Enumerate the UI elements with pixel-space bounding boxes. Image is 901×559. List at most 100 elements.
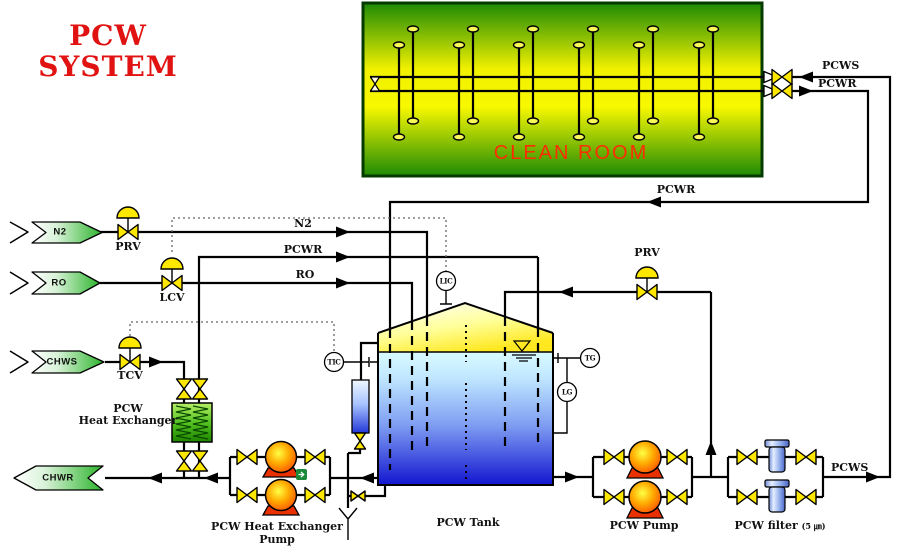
drain-funnel-icon (338, 507, 358, 540)
pcw-heat-exchanger-pumps (236, 440, 326, 516)
prv-n2-label: PRV (115, 240, 141, 253)
pcwr-mid-line-label: PCWR (283, 243, 323, 256)
tank-outline (377, 301, 554, 486)
pcwr-isolation-valve-icon (771, 82, 793, 100)
clean-room-label: CLEAN ROOM (493, 142, 649, 164)
clean-room-drops (397, 32, 715, 134)
drain-valve-icon (350, 490, 366, 502)
n2-line-label: N2 (294, 217, 312, 230)
filter-label: PCW filter (5 ㎛) (734, 519, 825, 532)
tg-bubble (579, 347, 601, 369)
pump-label: PCW Pump (609, 519, 679, 532)
ro-tag (31, 271, 101, 295)
pipe-pcws-riser (792, 75, 892, 479)
tank-label: PCW Tank (436, 516, 500, 529)
filter2-outlet-valve-icon (795, 488, 817, 506)
hx-pump1-suction-valve-icon (236, 448, 258, 466)
filter1-icon (768, 446, 786, 473)
pcwr-top-label: PCWR (818, 77, 857, 90)
pcw-tank (377, 301, 554, 486)
pcw-pump2-suction-valve-icon (603, 488, 625, 506)
n2-tag-label: N2 (53, 226, 67, 238)
control-valves (116, 68, 793, 371)
tic-bubble (323, 351, 345, 373)
prv-tank-actuator-icon (635, 266, 659, 292)
pcws-isolation-valve-icon (771, 68, 793, 86)
pipe-n2 (100, 230, 429, 317)
tank-water (378, 352, 553, 485)
drop-end-caps (392, 25, 720, 141)
prv-n2-valve-icon (117, 223, 139, 241)
lcv-actuator-icon (160, 257, 184, 283)
title-line2: SYSTEM (38, 50, 178, 83)
pipe-filter-manifold (726, 455, 825, 499)
chwr-tag-label: CHWR (42, 472, 74, 484)
lic-label: LIC (439, 276, 453, 286)
flow-arrow-open-return (763, 84, 778, 98)
water-level-symbol (512, 340, 536, 362)
signal-lic-to-lcv (171, 217, 447, 271)
lg-label: LG (561, 387, 573, 397)
pipe-sight-glass-feed (359, 341, 378, 380)
filter2-flange (764, 479, 790, 488)
chws-tag-label: CHWS (46, 356, 78, 368)
tg-lg-taps (553, 353, 581, 434)
pipe-prv-return (503, 290, 711, 317)
sight-glass-valve-icon (353, 432, 367, 450)
hx-pump2-icon (264, 478, 298, 512)
filter1-flange (764, 439, 790, 448)
hx-pump2-suction-valve-icon (236, 486, 258, 504)
filter-label-name: PCW filter (734, 519, 798, 532)
hx-pump1-discharge-valve-icon (304, 448, 326, 466)
lg-bubble (556, 381, 578, 403)
recirculation-icon (296, 469, 307, 480)
pcw-pump1-suction-valve-icon (603, 448, 625, 466)
page-title: PCW SYSTEM (38, 20, 178, 82)
title-line1: PCW (69, 19, 147, 52)
clean-room-box (361, 1, 764, 178)
clean-room-header-valve-icon (369, 76, 381, 92)
hx-outlet-valve-right-icon (191, 450, 209, 472)
lic-tap (440, 291, 452, 305)
piping (100, 75, 892, 540)
n2-tag-chevron (9, 221, 29, 244)
hx-pump-label-line1: PCW Heat Exchanger (211, 520, 343, 533)
pcw-pump2-discharge-valve-icon (666, 488, 688, 506)
pipe-pcw-pump-manifold (591, 455, 694, 499)
flow-arrow-open-supply (763, 70, 778, 84)
filter1-inlet-valve-icon (736, 448, 758, 466)
chwr-tag (13, 465, 104, 491)
tg-label: TG (584, 353, 596, 363)
pcws-top-label: PCWS (822, 59, 860, 72)
tic-tap (343, 357, 378, 367)
filter2-icon (768, 486, 786, 513)
clean-room (361, 1, 778, 178)
tcv-actuator-icon (118, 336, 142, 362)
prv-tank-label: PRV (634, 246, 660, 259)
source-tags (9, 221, 105, 491)
pipe-hx-pump-manifold (228, 455, 332, 497)
heat-exchanger-label: PCW Heat Exchanger (79, 403, 178, 427)
signal-tic-to-tcv (129, 321, 335, 352)
pcw-pump1-discharge-valve-icon (666, 448, 688, 466)
hx-pump1-icon (264, 440, 298, 474)
chws-tag (31, 350, 105, 374)
tcv-label: TCV (117, 369, 143, 382)
filter-label-size: (5 ㎛) (801, 521, 826, 531)
n2-tag (31, 221, 103, 244)
pcw-pumps (603, 440, 688, 519)
ro-tag-label: RO (51, 277, 67, 289)
tcv-valve-icon (119, 353, 141, 371)
level-sight-glass (351, 379, 370, 434)
hx-coil (192, 405, 209, 440)
hx-coil (175, 405, 192, 440)
lic-bubble (435, 270, 457, 292)
hx-pump2-discharge-valve-icon (304, 486, 326, 504)
prv-tank-valve-icon (636, 283, 658, 301)
flow-arrows (148, 71, 880, 484)
filter2-inlet-valve-icon (736, 488, 758, 506)
hx-pump-label: PCW Heat Exchanger Pump (211, 520, 343, 546)
hx-inlet-valve-right-icon (191, 378, 209, 400)
